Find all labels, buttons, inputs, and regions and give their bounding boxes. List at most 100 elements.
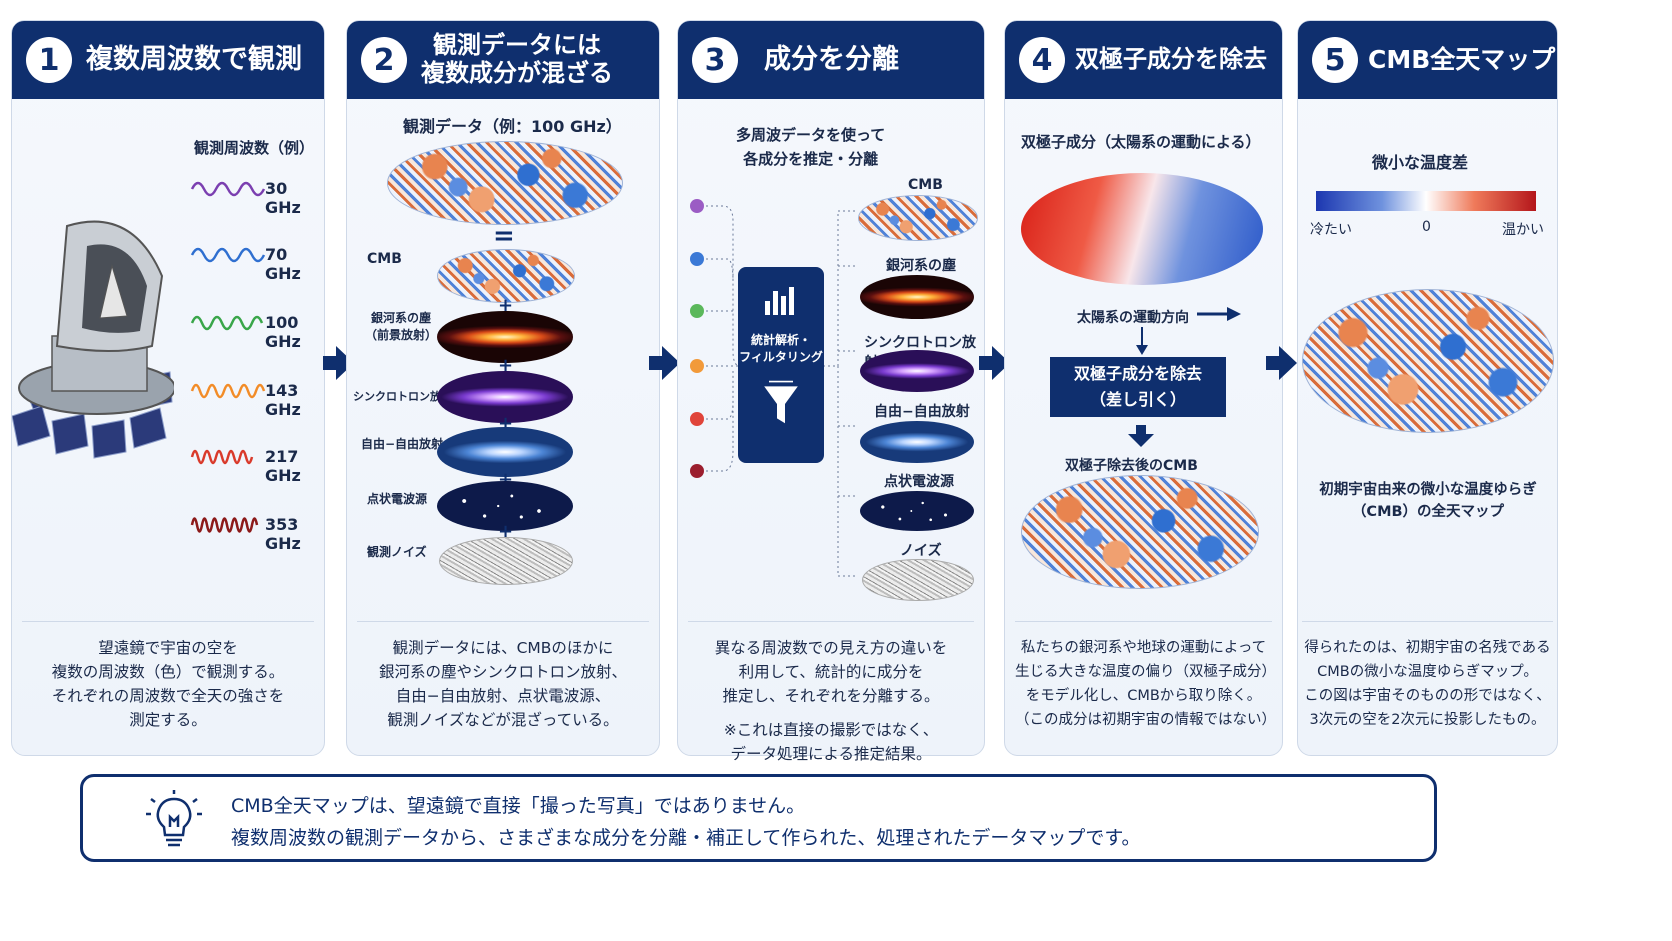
synchrotron-component-map	[437, 371, 573, 423]
frequency-353: 353 GHz	[265, 515, 301, 553]
scale-title: 微小な温度差	[1372, 153, 1469, 172]
temperature-scale-bar	[1316, 191, 1536, 211]
plus-sign: +	[498, 355, 514, 376]
panel-1-title: 複数周波数で観測	[86, 44, 302, 76]
bottom-note-line-1: CMB全天マップは、望遠鏡で直接「撮った写真」ではありません。	[231, 795, 806, 817]
point-sources-component-map	[437, 481, 573, 531]
panel-2-header: 2 観測データには 複数成分が混ざる	[347, 21, 659, 99]
down-arrow-icon	[1128, 425, 1154, 447]
title-line: 観測データには	[433, 31, 601, 60]
desc-line: 生じる大きな温度の偏り（双極子成分）	[1015, 664, 1276, 680]
analysis-box: 統計解析・ フィルタリング	[738, 267, 824, 463]
output-label-free-free: 自由−自由放射	[874, 404, 970, 420]
panel-5-header: 5 CMB全天マップ	[1298, 21, 1557, 99]
lightbulb-icon	[146, 790, 202, 847]
desc-line: この図は宇宙そのものの形ではなく、	[1304, 688, 1551, 704]
plus-sign: +	[498, 295, 514, 316]
output-label-dust: 銀河系の塵	[886, 258, 956, 274]
component-label-synchrotron: シンクロトロン放射	[353, 390, 452, 403]
frequency-header: 観測周波数（例）	[194, 139, 315, 157]
intro-line: 各成分を推定・分離	[743, 150, 879, 168]
panel-4-title: 双極子成分を除去	[1075, 45, 1267, 74]
flow-arrow-2	[649, 346, 680, 380]
dipole-map	[1021, 173, 1263, 285]
observed-data-map	[387, 141, 623, 225]
intro-line: 多周波データを使って	[736, 126, 886, 144]
component-label-dust: 銀河系の塵 （前景放射）	[365, 309, 437, 343]
bottom-note-line-2: 複数周波数の観測データから、さまざまな成分を分離・補正して作られた、処理されたデ…	[231, 827, 1141, 849]
equals-sign: =	[493, 221, 515, 251]
caption-line: （CMB）の全天マップ	[1351, 504, 1505, 520]
wave-353ghz-icon	[190, 517, 259, 533]
desc-line: CMBの微小な温度ゆらぎマップ。	[1317, 664, 1538, 680]
step-number-4: 4	[1019, 37, 1065, 83]
input-dot-orange	[690, 359, 704, 373]
component-label-point-sources: 点状電波源	[367, 492, 428, 506]
caption-line: 初期宇宙由来の微小な温度ゆらぎ	[1319, 482, 1537, 498]
panel-3-header: 3 成分を分離	[678, 21, 984, 99]
component-label-free-free: 自由−自由放射	[361, 437, 444, 451]
wave-100ghz-icon	[190, 315, 264, 331]
step-number-1: 1	[26, 37, 72, 83]
dust-line: （前景放射）	[365, 328, 438, 342]
cmb-map-caption: 初期宇宙由来の微小な温度ゆらぎ （CMB）の全天マップ	[1306, 479, 1550, 523]
wave-70ghz-icon	[190, 247, 266, 263]
input-dot-blue	[690, 252, 704, 266]
panel-3-intro: 多周波データを使って 各成分を推定・分離	[736, 123, 885, 171]
wave-143ghz-icon	[190, 383, 266, 399]
output-synchrotron-map	[860, 350, 974, 392]
after-dipole-label: 双極子除去後のCMB	[1065, 458, 1198, 474]
panel-2-title: 観測データには 複数成分が混ざる	[421, 32, 613, 87]
panel-1-description: 望遠鏡で宇宙の空を 複数の周波数（色）で観測する。 それぞれの周波数で全天の強さ…	[22, 621, 314, 732]
desc-line: 推定し、それぞれを分離する。	[722, 687, 940, 705]
desc-line: 銀河系の塵やシンクロトロン放射、	[378, 663, 627, 681]
output-label-point-sources: 点状電波源	[884, 474, 954, 490]
desc-line: 得られたのは、初期宇宙の名残である	[1304, 640, 1551, 656]
desc-line: 複数の周波数（色）で観測する。	[51, 663, 285, 681]
desc-line: 観測ノイズなどが混ざっている。	[387, 711, 619, 729]
panel-5-description: 得られたのは、初期宇宙の名残である CMBの微小な温度ゆらぎマップ。 この図は宇…	[1302, 621, 1553, 732]
frequency-30: 30 GHz	[265, 179, 301, 217]
note-line: ※これは直接の撮影ではなく、	[723, 721, 939, 739]
remove-line: （差し引く）	[1089, 390, 1186, 409]
box-line: 統計解析・	[750, 333, 811, 347]
scale-cold-label: 冷たい	[1310, 222, 1352, 238]
panel-1-header: 1 複数周波数で観測	[12, 21, 324, 99]
panel-3-title: 成分を分離	[764, 44, 899, 76]
input-dot-red	[690, 412, 704, 426]
scale-warm-label: 温かい	[1502, 222, 1544, 238]
panel-5: 5 CMB全天マップ 微小な温度差 冷たい 0 温かい 初期宇宙由来の微小な温度…	[1297, 20, 1558, 756]
desc-line: 異なる周波数での見え方の違いを	[714, 639, 948, 657]
panel-3-description: 異なる周波数での見え方の違いを 利用して、統計的に成分を 推定し、それぞれを分離…	[688, 621, 974, 766]
desc-line: それぞれの周波数で全天の強さを	[51, 687, 285, 705]
scale-zero-label: 0	[1422, 219, 1431, 235]
remove-line: 双極子成分を除去	[1073, 364, 1202, 383]
output-label-cmb: CMB	[908, 177, 943, 193]
component-label-noise: 観測ノイズ	[367, 545, 427, 559]
dust-line: 銀河系の塵	[371, 311, 432, 325]
connector-lines	[706, 205, 856, 577]
frequency-100: 100 GHz	[265, 313, 301, 351]
cmb-full-sky-map	[1302, 289, 1554, 433]
input-dot-green	[690, 304, 704, 318]
bar-chart-icon	[765, 287, 794, 315]
desc-line: 私たちの銀河系や地球の運動によって	[1020, 640, 1267, 656]
box-line: フィルタリング	[739, 350, 823, 364]
panel-3: 3 成分を分離 多周波データを使って 各成分を推定・分離 統計解析・	[677, 20, 985, 763]
dipole-removed-cmb-map	[1021, 475, 1259, 589]
down-arrow-icon	[1136, 327, 1148, 355]
desc-line: 自由−自由放射、点状電波源、	[395, 687, 611, 705]
output-noise-map	[862, 559, 974, 601]
dipole-label: 双極子成分（太陽系の運動による）	[1021, 133, 1261, 151]
title-line: 複数成分が混ざる	[421, 59, 613, 87]
output-point-sources-map	[860, 491, 974, 531]
frequency-70: 70 GHz	[265, 245, 301, 283]
step-number-5: 5	[1312, 37, 1358, 83]
panel-4-header: 4 双極子成分を除去	[1005, 21, 1282, 99]
panel-1: 1 複数周波数で観測 観測周波数（例） 30 GHz 70 GHz 100 GH…	[11, 20, 325, 756]
step-number-2: 2	[361, 37, 407, 83]
panel-5-title: CMB全天マップ	[1368, 44, 1556, 74]
input-dot-purple	[690, 199, 704, 213]
step-number-3: 3	[692, 37, 738, 83]
dust-component-map	[437, 311, 573, 363]
